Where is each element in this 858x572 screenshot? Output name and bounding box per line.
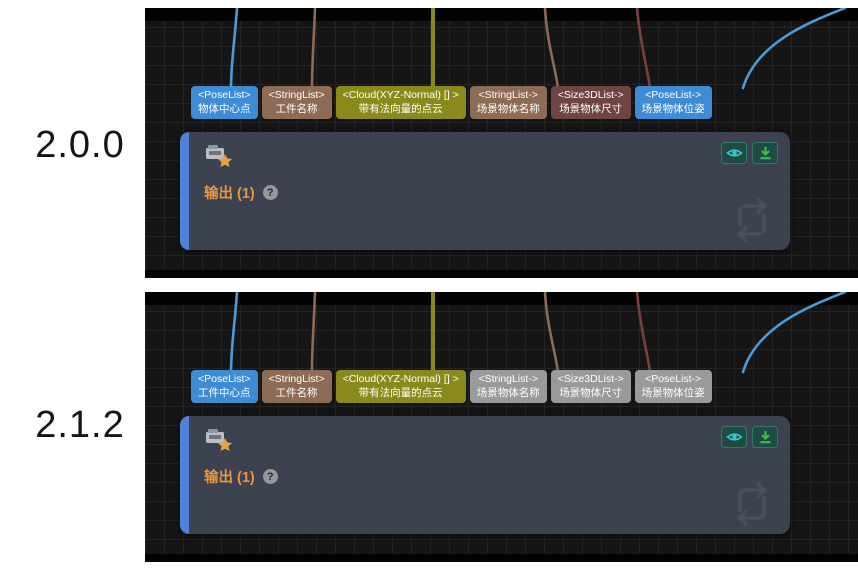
step-node[interactable]: 输出 (1) ?: [180, 132, 790, 250]
port-label: 场景物体尺寸: [559, 386, 623, 399]
visibility-button[interactable]: [721, 426, 747, 448]
eye-icon: [725, 433, 743, 441]
port-type: <StringList>: [268, 373, 325, 385]
canvas-bottom-band: [145, 554, 858, 562]
canvas-top-band: [145, 292, 858, 305]
node-accent-bar: [180, 132, 189, 250]
output-row: 输出 (1) ?: [204, 466, 278, 487]
port-tag[interactable]: <Cloud(XYZ-Normal) [] > 带有法向量的点云: [335, 370, 466, 403]
graph-canvas-v200[interactable]: <PoseList> 物体中心点 <StringList> 工件名称 <Clou…: [145, 8, 858, 278]
port-label: 场景物体位姿: [641, 102, 705, 115]
swap-watermark-icon: [737, 482, 767, 526]
node-accent-bar: [180, 416, 189, 534]
port-label: 场景物体位姿: [641, 386, 705, 399]
connection-wire[interactable]: [635, 8, 652, 90]
port-tag[interactable]: <PoseList> 物体中心点: [191, 86, 258, 119]
port-tag[interactable]: <PoseList-> 场景物体位姿: [634, 370, 712, 403]
port-tag[interactable]: <PoseList> 工件中心点: [191, 370, 258, 403]
port-type: <StringList->: [478, 373, 538, 385]
node-button-group: [721, 426, 778, 448]
download-icon: [760, 431, 770, 444]
connection-wire[interactable]: [543, 8, 560, 90]
port-type: <PoseList>: [198, 373, 251, 385]
connection-wires: [229, 292, 847, 374]
canvas-top-band: [145, 8, 858, 21]
port-tag[interactable]: <StringList> 工件名称: [261, 86, 332, 119]
port-tag[interactable]: <StringList-> 场景物体名称: [469, 86, 547, 119]
port-type: <PoseList->: [645, 373, 702, 385]
port-type: <PoseList>: [198, 89, 251, 101]
eye-icon: [725, 149, 743, 157]
connection-wire[interactable]: [310, 8, 317, 90]
connection-wire[interactable]: [741, 8, 847, 90]
input-ports-row: <PoseList> 工件中心点 <StringList> 工件名称 <Clou…: [191, 370, 712, 403]
connection-wire[interactable]: [229, 8, 239, 90]
version-label-212: 2.1.2: [35, 404, 125, 446]
port-type: <PoseList->: [645, 89, 702, 101]
port-type: <Cloud(XYZ-Normal) [] >: [342, 89, 459, 101]
package-icon: [206, 429, 232, 451]
download-output-button[interactable]: [752, 426, 778, 448]
port-tag[interactable]: <StringList-> 场景物体名称: [469, 370, 547, 403]
port-type: <Size3DList->: [557, 373, 624, 385]
download-output-button[interactable]: [752, 142, 778, 164]
port-label: 场景物体尺寸: [559, 102, 623, 115]
swap-watermark-icon: [737, 198, 767, 242]
connection-wire[interactable]: [543, 292, 560, 374]
node-button-group: [721, 142, 778, 164]
version-label-200: 2.0.0: [35, 124, 125, 166]
output-row: 输出 (1) ?: [204, 182, 278, 203]
port-label: 带有法向量的点云: [358, 386, 443, 399]
port-tag[interactable]: <PoseList-> 场景物体位姿: [634, 86, 712, 119]
connection-wire[interactable]: [310, 292, 317, 374]
port-type: <StringList>: [268, 89, 325, 101]
port-label: 工件中心点: [198, 386, 251, 399]
package-icon: [206, 145, 232, 167]
port-tag[interactable]: <Size3DList-> 场景物体尺寸: [550, 370, 631, 403]
connection-wire[interactable]: [741, 292, 847, 374]
visibility-button[interactable]: [721, 142, 747, 164]
port-label: 带有法向量的点云: [358, 102, 443, 115]
graph-canvas-v212[interactable]: <PoseList> 工件中心点 <StringList> 工件名称 <Clou…: [145, 292, 858, 562]
port-label: 工件名称: [275, 102, 318, 115]
canvas-bottom-band: [145, 270, 858, 278]
output-label: 输出 (1): [204, 470, 255, 486]
download-icon: [760, 147, 770, 160]
connection-wire[interactable]: [635, 292, 652, 374]
connection-wire[interactable]: [229, 292, 239, 374]
port-label: 场景物体名称: [476, 386, 540, 399]
output-label: 输出 (1): [204, 186, 255, 202]
port-tag[interactable]: <Cloud(XYZ-Normal) [] > 带有法向量的点云: [335, 86, 466, 119]
port-tag[interactable]: <Size3DList-> 场景物体尺寸: [550, 86, 631, 119]
port-type: <Size3DList->: [557, 89, 624, 101]
step-node[interactable]: 输出 (1) ?: [180, 416, 790, 534]
port-label: 工件名称: [275, 386, 318, 399]
input-ports-row: <PoseList> 物体中心点 <StringList> 工件名称 <Clou…: [191, 86, 712, 119]
port-type: <Cloud(XYZ-Normal) [] >: [342, 373, 459, 385]
help-icon[interactable]: ?: [262, 185, 278, 200]
port-tag[interactable]: <StringList> 工件名称: [261, 370, 332, 403]
port-label: 物体中心点: [198, 102, 251, 115]
connection-wires: [229, 8, 847, 90]
port-label: 场景物体名称: [476, 102, 540, 115]
help-icon[interactable]: ?: [262, 469, 278, 484]
port-type: <StringList->: [478, 89, 538, 101]
